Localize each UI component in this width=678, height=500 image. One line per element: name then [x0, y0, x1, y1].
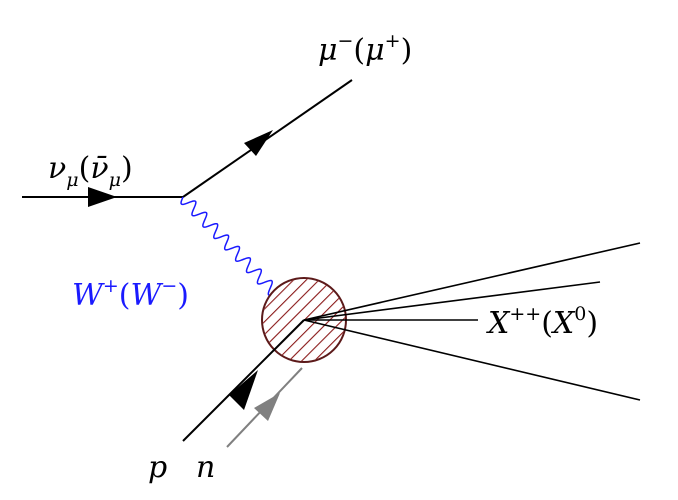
jet-line-4 [303, 319, 641, 401]
muon-label: μ−(μ+) [318, 30, 412, 68]
neutron-arrow [254, 393, 280, 421]
muon-arrow [244, 130, 273, 156]
muon-line [182, 79, 353, 198]
proton-arrow [229, 370, 258, 410]
jet-line-1 [303, 242, 641, 321]
neutron-label: n [196, 450, 215, 485]
hadronic-state-label: X++(X0) [486, 303, 598, 341]
proton-label: p [148, 450, 167, 485]
jet-line-2 [303, 281, 601, 321]
neutrino-arrow [88, 187, 117, 207]
proton-line [182, 319, 305, 442]
w-boson-label: W+(W−) [72, 275, 189, 313]
neutrino-label: νμ(ν̄μ) [48, 151, 133, 191]
